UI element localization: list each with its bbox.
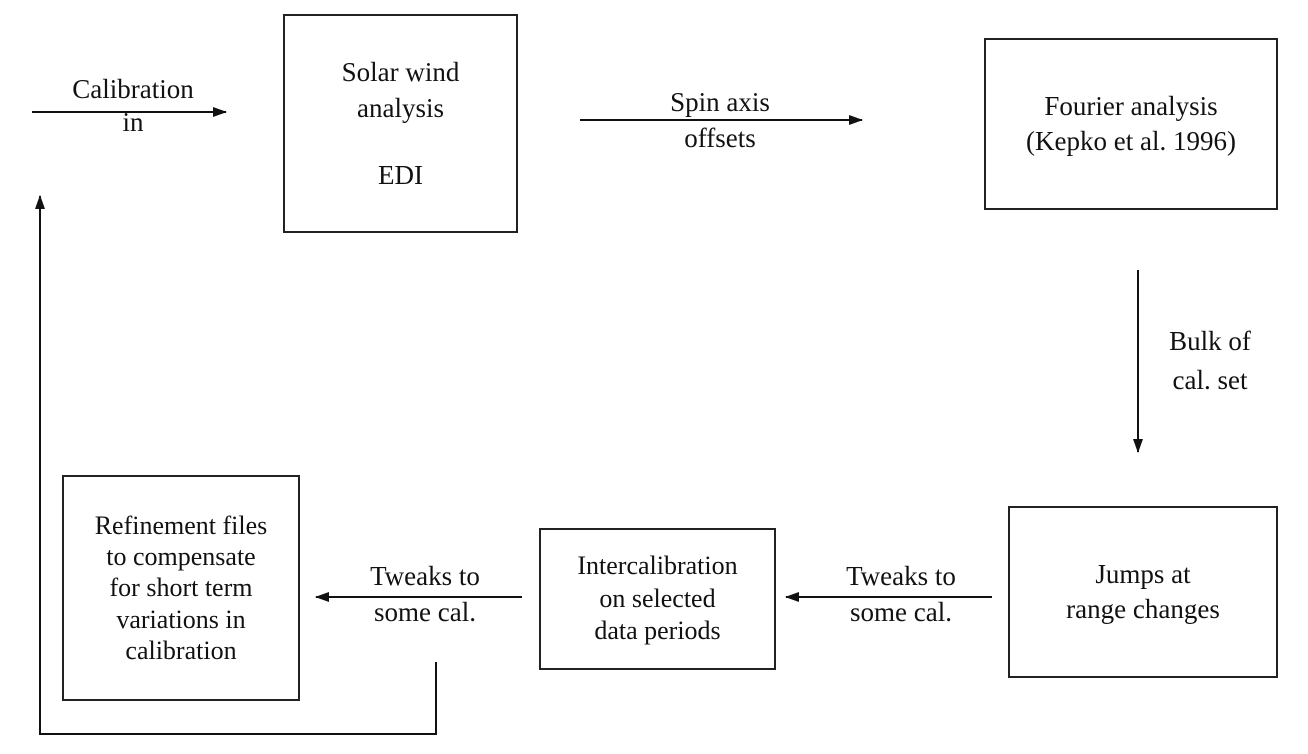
- node-line: Fourier analysis: [1044, 90, 1218, 121]
- node-line: calibration: [125, 635, 237, 665]
- feedback-loop-arrow: [35, 195, 437, 735]
- tweaks-right-label: Tweaks to some cal.: [816, 558, 986, 631]
- edge-label-line: in: [122, 107, 144, 138]
- node-line: range changes: [1066, 594, 1220, 624]
- node-line: Refinement files: [94, 511, 268, 541]
- solar-wind-analysis-box: Solar wind analysis EDI: [283, 14, 518, 233]
- node-line: for short term: [109, 573, 253, 603]
- node-line: variations in: [116, 604, 246, 634]
- edge-label-line: offsets: [684, 123, 756, 154]
- fourier-analysis-box: Fourier analysis (Kepko et al. 1996): [984, 38, 1278, 210]
- node-line: Solar wind: [341, 56, 460, 87]
- jumps-box: Jumps at range changes: [1008, 506, 1278, 678]
- tweaks-left-label: Tweaks to some cal.: [340, 558, 510, 631]
- node-line: Intercalibration: [577, 551, 738, 581]
- spin-axis-label: Spin axis offsets: [620, 84, 820, 157]
- edge-label-line: cal. set: [1172, 365, 1248, 396]
- node-line: on selected: [599, 583, 716, 613]
- node-line: data periods: [594, 616, 721, 646]
- bulk-label: Bulk of cal. set: [1150, 322, 1270, 400]
- edge-label-line: Calibration: [72, 74, 194, 104]
- node-line: analysis: [357, 93, 444, 124]
- edge-label-line: Spin axis: [670, 87, 770, 117]
- calibration-in-label: Calibration in: [48, 72, 218, 140]
- edge-label-line: Tweaks to: [370, 561, 480, 591]
- node-line: EDI: [378, 159, 423, 190]
- node-line: (Kepko et al. 1996): [1026, 126, 1236, 156]
- node-line: Jumps at: [1095, 558, 1191, 589]
- edge-label-line: some cal.: [850, 597, 952, 628]
- edge-label-line: some cal.: [374, 597, 476, 628]
- intercalibration-box: Intercalibration on selected data period…: [539, 528, 776, 670]
- node-line: to compensate: [106, 542, 256, 572]
- edge-label-line: Bulk of: [1169, 326, 1251, 356]
- edge-label-line: Tweaks to: [846, 561, 956, 591]
- refinement-files-box: Refinement files to compensate for short…: [62, 475, 300, 701]
